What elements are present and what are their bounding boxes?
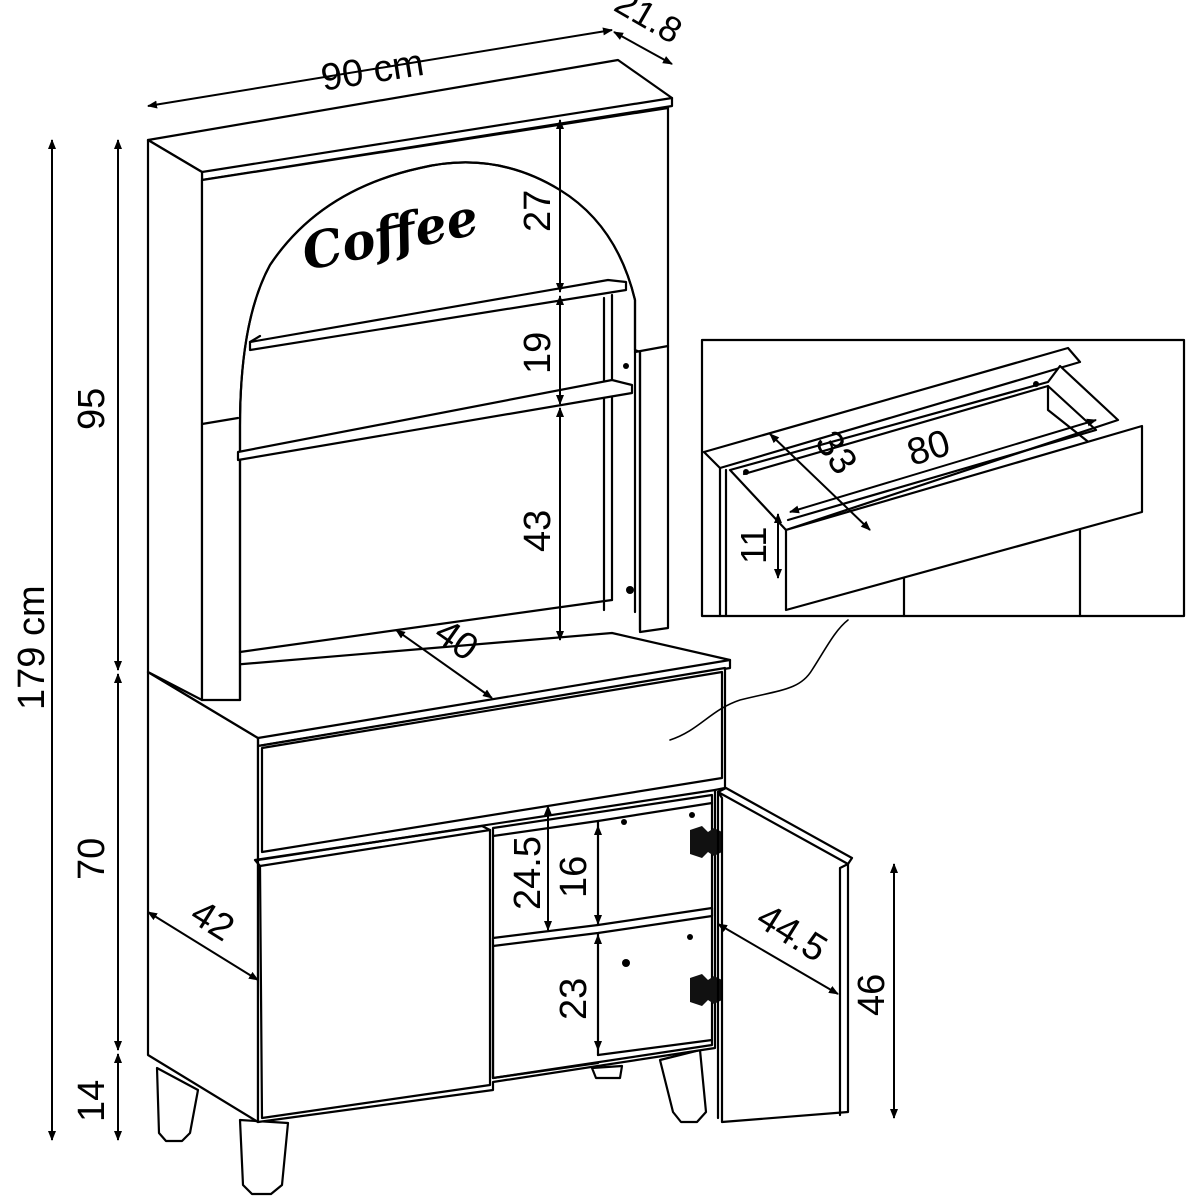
hutch <box>146 58 674 702</box>
lower-shelf-gap-label: 43 <box>517 510 559 552</box>
total-height-label: 179 cm <box>11 585 53 710</box>
base-height-label: 70 <box>71 838 113 880</box>
lower-compartment-label: 23 <box>553 978 595 1020</box>
width-label: 90 cm <box>318 42 427 100</box>
hutch-height-label: 95 <box>71 388 113 430</box>
open-right-door <box>716 786 854 1124</box>
door-height-label: 46 <box>851 974 893 1016</box>
depth-label: 21.8 <box>608 0 689 52</box>
door-section-label: 24.5 <box>507 836 549 910</box>
leg-height-label: 14 <box>71 1080 113 1122</box>
dimension-lines <box>48 27 898 1141</box>
upper-compartment-label: 16 <box>553 856 595 898</box>
arch-top-label: 27 <box>517 190 559 232</box>
upper-shelf-gap-label: 19 <box>517 332 559 374</box>
cabinet-legs <box>155 1048 708 1196</box>
drawer-height-label: 11 <box>733 527 774 564</box>
drawer-detail-inset <box>669 338 1186 741</box>
base-cabinet <box>146 631 732 1124</box>
